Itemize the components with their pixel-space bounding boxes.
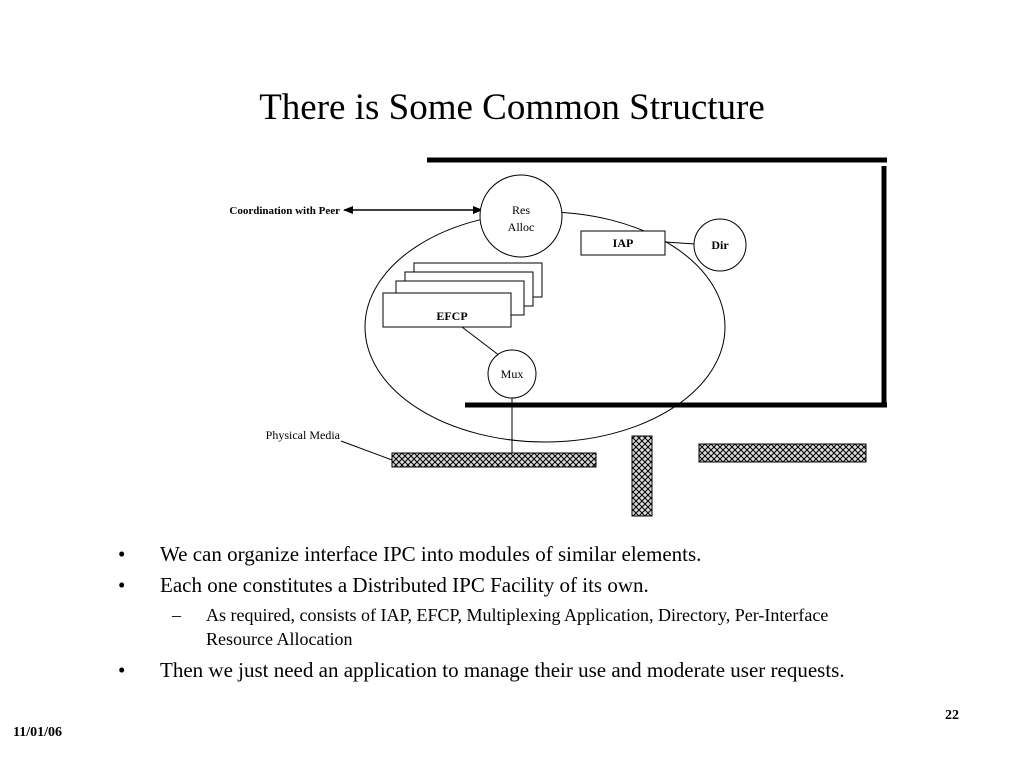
efcp-mux-connector	[461, 326, 501, 357]
physical-media-bar-left	[391, 452, 597, 468]
bullet-item: • We can organize interface IPC into mod…	[118, 541, 888, 568]
page-number: 22	[945, 708, 959, 723]
sub-bullet-item: – As required, consists of IAP, EFCP, Mu…	[118, 603, 888, 651]
sub-bullet-marker: –	[172, 605, 181, 625]
physical-media-bar-right	[698, 443, 867, 463]
iap-box	[580, 230, 666, 256]
bullet-text: Each one constitutes a Distributed IPC F…	[160, 573, 649, 597]
res-alloc-circle	[479, 174, 563, 258]
efcp-label: EFCP	[436, 309, 467, 323]
mux-label: Mux	[501, 367, 524, 381]
dir-circle	[693, 218, 747, 272]
res-alloc-label-line1: Res	[512, 203, 530, 217]
coordination-label: Coordination with Peer	[229, 205, 340, 217]
bullet-marker: •	[118, 542, 126, 566]
bullet-marker: •	[118, 573, 126, 597]
physical-media-bar-vertical	[631, 435, 653, 517]
bullet-list: • We can organize interface IPC into mod…	[118, 541, 888, 688]
efcp-stack	[382, 262, 543, 328]
slide-title: There is Some Common Structure	[259, 87, 765, 128]
iap-dir-connector	[664, 241, 696, 245]
physical-media-pointer	[340, 440, 393, 461]
mux-circle	[487, 349, 537, 399]
iap-label: IAP	[613, 236, 634, 250]
bullet-marker: •	[118, 658, 126, 682]
dir-label: Dir	[711, 238, 729, 252]
res-alloc-label-line2: Alloc	[508, 220, 535, 234]
footer-date: 11/01/06	[13, 725, 63, 740]
bullet-text: We can organize interface IPC into modul…	[160, 542, 702, 566]
facility-boundary	[427, 157, 887, 408]
physical-media-label: Physical Media	[266, 428, 341, 442]
efcp-box	[382, 292, 512, 328]
bullet-item: • Each one constitutes a Distributed IPC…	[118, 572, 888, 599]
sub-bullet-text: As required, consists of IAP, EFCP, Mult…	[206, 605, 829, 649]
bullet-item: • Then we just need an application to ma…	[118, 657, 888, 684]
bullet-text: Then we just need an application to mana…	[160, 658, 845, 682]
